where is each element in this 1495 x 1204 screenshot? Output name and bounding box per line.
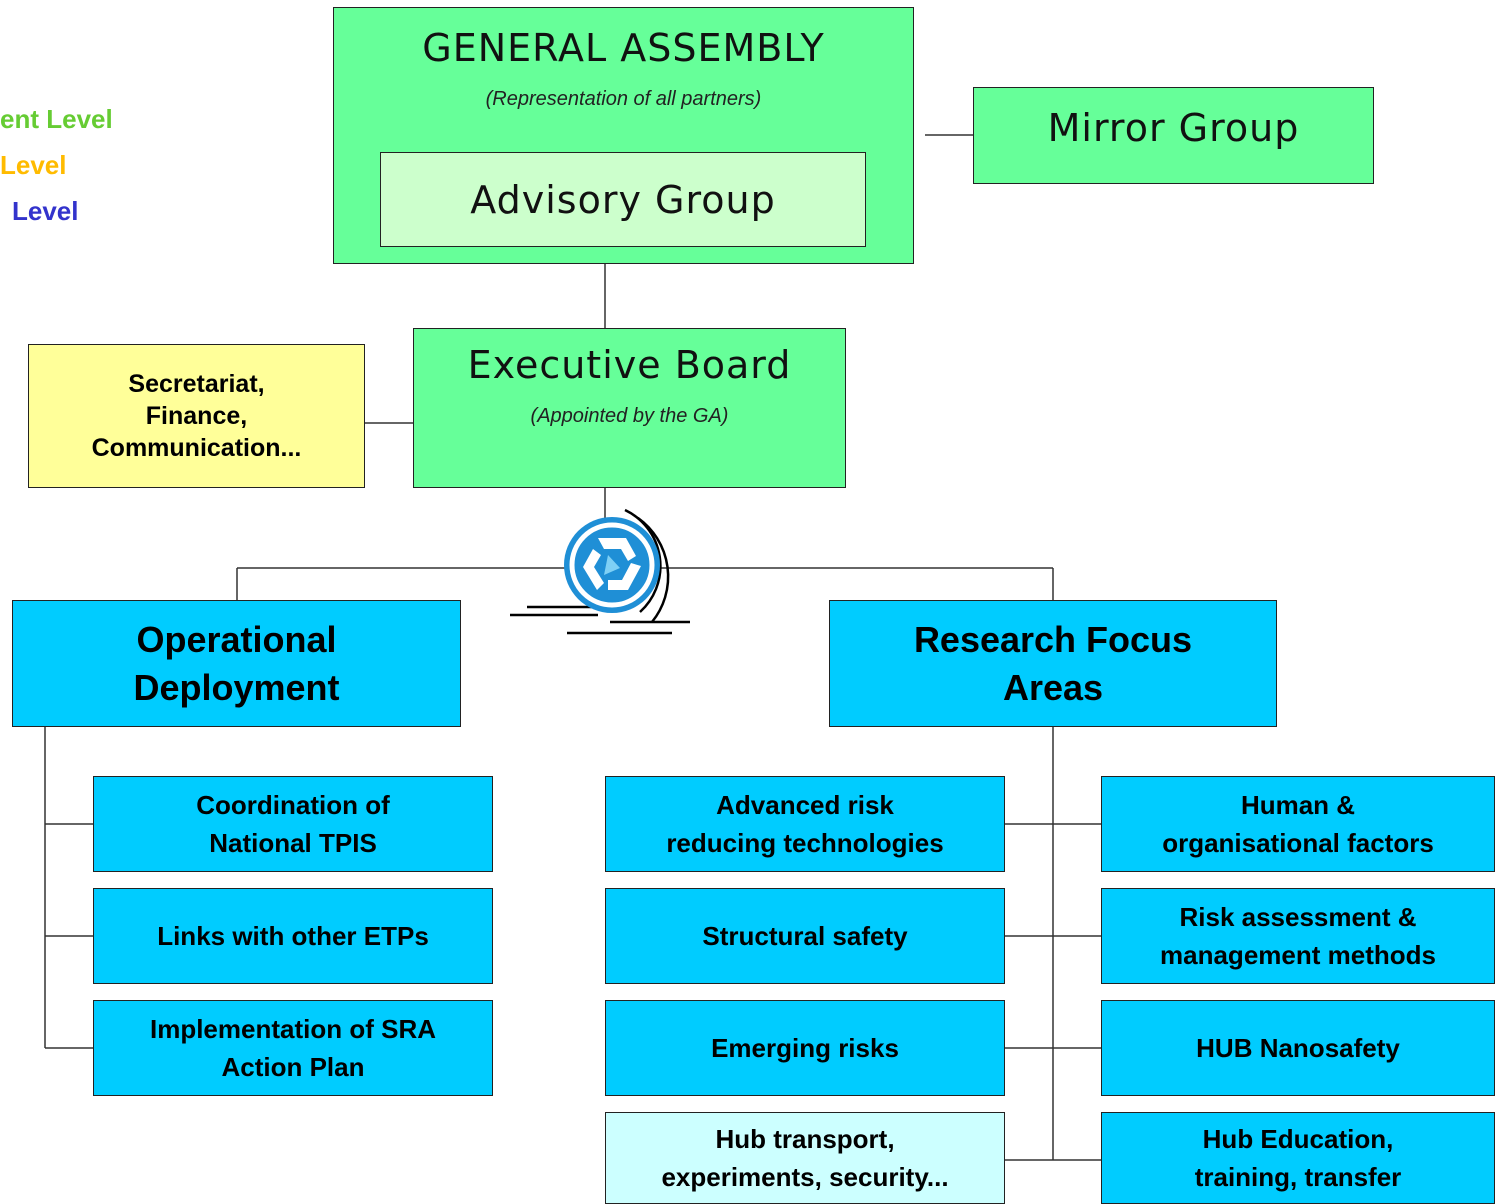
item-line: Human & — [1240, 790, 1356, 820]
item-line: Links with other ETPs — [157, 921, 429, 951]
item-line: Advanced risk — [716, 790, 894, 820]
advanced-risk-box[interactable]: Advanced risk reducing technologies — [605, 776, 1005, 872]
secretariat-box[interactable]: Secretariat, Finance, Communication... — [28, 344, 365, 488]
item-line: Coordination of — [196, 790, 390, 820]
executive-board-subtitle: (Appointed by the GA) — [530, 405, 729, 427]
item-line: HUB Nanosafety — [1196, 1033, 1400, 1063]
research-focus-title-line: Research Focus — [913, 618, 1193, 660]
research-focus-areas-box[interactable]: Research Focus Areas — [829, 600, 1277, 727]
hub-transport-box[interactable]: Hub transport, experiments, security... — [605, 1112, 1005, 1204]
mirror-group-box[interactable]: Mirror Group — [973, 87, 1374, 184]
human-organisational-box[interactable]: Human & organisational factors — [1101, 776, 1495, 872]
general-assembly-title: GENERAL ASSEMBLY — [422, 26, 825, 70]
implementation-sra-box[interactable]: Implementation of SRA Action Plan — [93, 1000, 493, 1096]
legend-item-level-2: Level — [0, 150, 67, 181]
item-line: Risk assessment & — [1179, 902, 1417, 932]
legend-text: Level — [12, 196, 79, 226]
item-line: Hub transport, — [715, 1124, 895, 1154]
item-line: organisational factors — [1162, 828, 1434, 858]
mirror-group-label: Mirror Group — [1047, 105, 1300, 150]
advisory-group-label: Advisory Group — [470, 177, 776, 222]
executive-board-title: Executive Board — [467, 343, 792, 387]
operational-deployment-title-line: Operational — [136, 618, 337, 660]
executive-board-box[interactable]: Executive Board (Appointed by the GA) — [413, 328, 846, 488]
coordination-national-tpis-box[interactable]: Coordination of National TPIS — [93, 776, 493, 872]
legend-item-level-3: Level — [12, 196, 79, 227]
operational-deployment-title-line: Deployment — [133, 666, 340, 708]
advisory-group-box[interactable]: Advisory Group — [380, 152, 866, 247]
item-line: training, transfer — [1194, 1162, 1402, 1192]
general-assembly-subtitle: (Representation of all partners) — [485, 88, 762, 110]
item-line: Action Plan — [221, 1052, 365, 1082]
emerging-risks-box[interactable]: Emerging risks — [605, 1000, 1005, 1096]
secretariat-line: Secretariat, — [128, 370, 265, 398]
item-line: Implementation of SRA — [149, 1014, 436, 1044]
structural-safety-box[interactable]: Structural safety — [605, 888, 1005, 984]
item-line: National TPIS — [209, 828, 377, 858]
operational-deployment-box[interactable]: Operational Deployment — [12, 600, 461, 727]
item-line: Emerging risks — [711, 1033, 899, 1063]
secretariat-line: Finance, — [145, 402, 248, 430]
risk-assessment-box[interactable]: Risk assessment & management methods — [1101, 888, 1495, 984]
hub-nanosafety-box[interactable]: HUB Nanosafety — [1101, 1000, 1495, 1096]
legend-text: ent Level — [0, 104, 113, 134]
item-line: Hub Education, — [1202, 1124, 1394, 1154]
legend-text: Level — [0, 150, 67, 180]
item-line: management methods — [1160, 940, 1436, 970]
links-other-etps-box[interactable]: Links with other ETPs — [93, 888, 493, 984]
item-line: experiments, security... — [661, 1162, 949, 1192]
item-line: reducing technologies — [666, 828, 944, 858]
legend-item-management-level: ent Level — [0, 104, 113, 135]
research-focus-title-line: Areas — [1002, 666, 1104, 708]
secretariat-line: Communication... — [91, 434, 302, 462]
item-line: Structural safety — [702, 921, 908, 951]
hub-education-box[interactable]: Hub Education, training, transfer — [1101, 1112, 1495, 1204]
